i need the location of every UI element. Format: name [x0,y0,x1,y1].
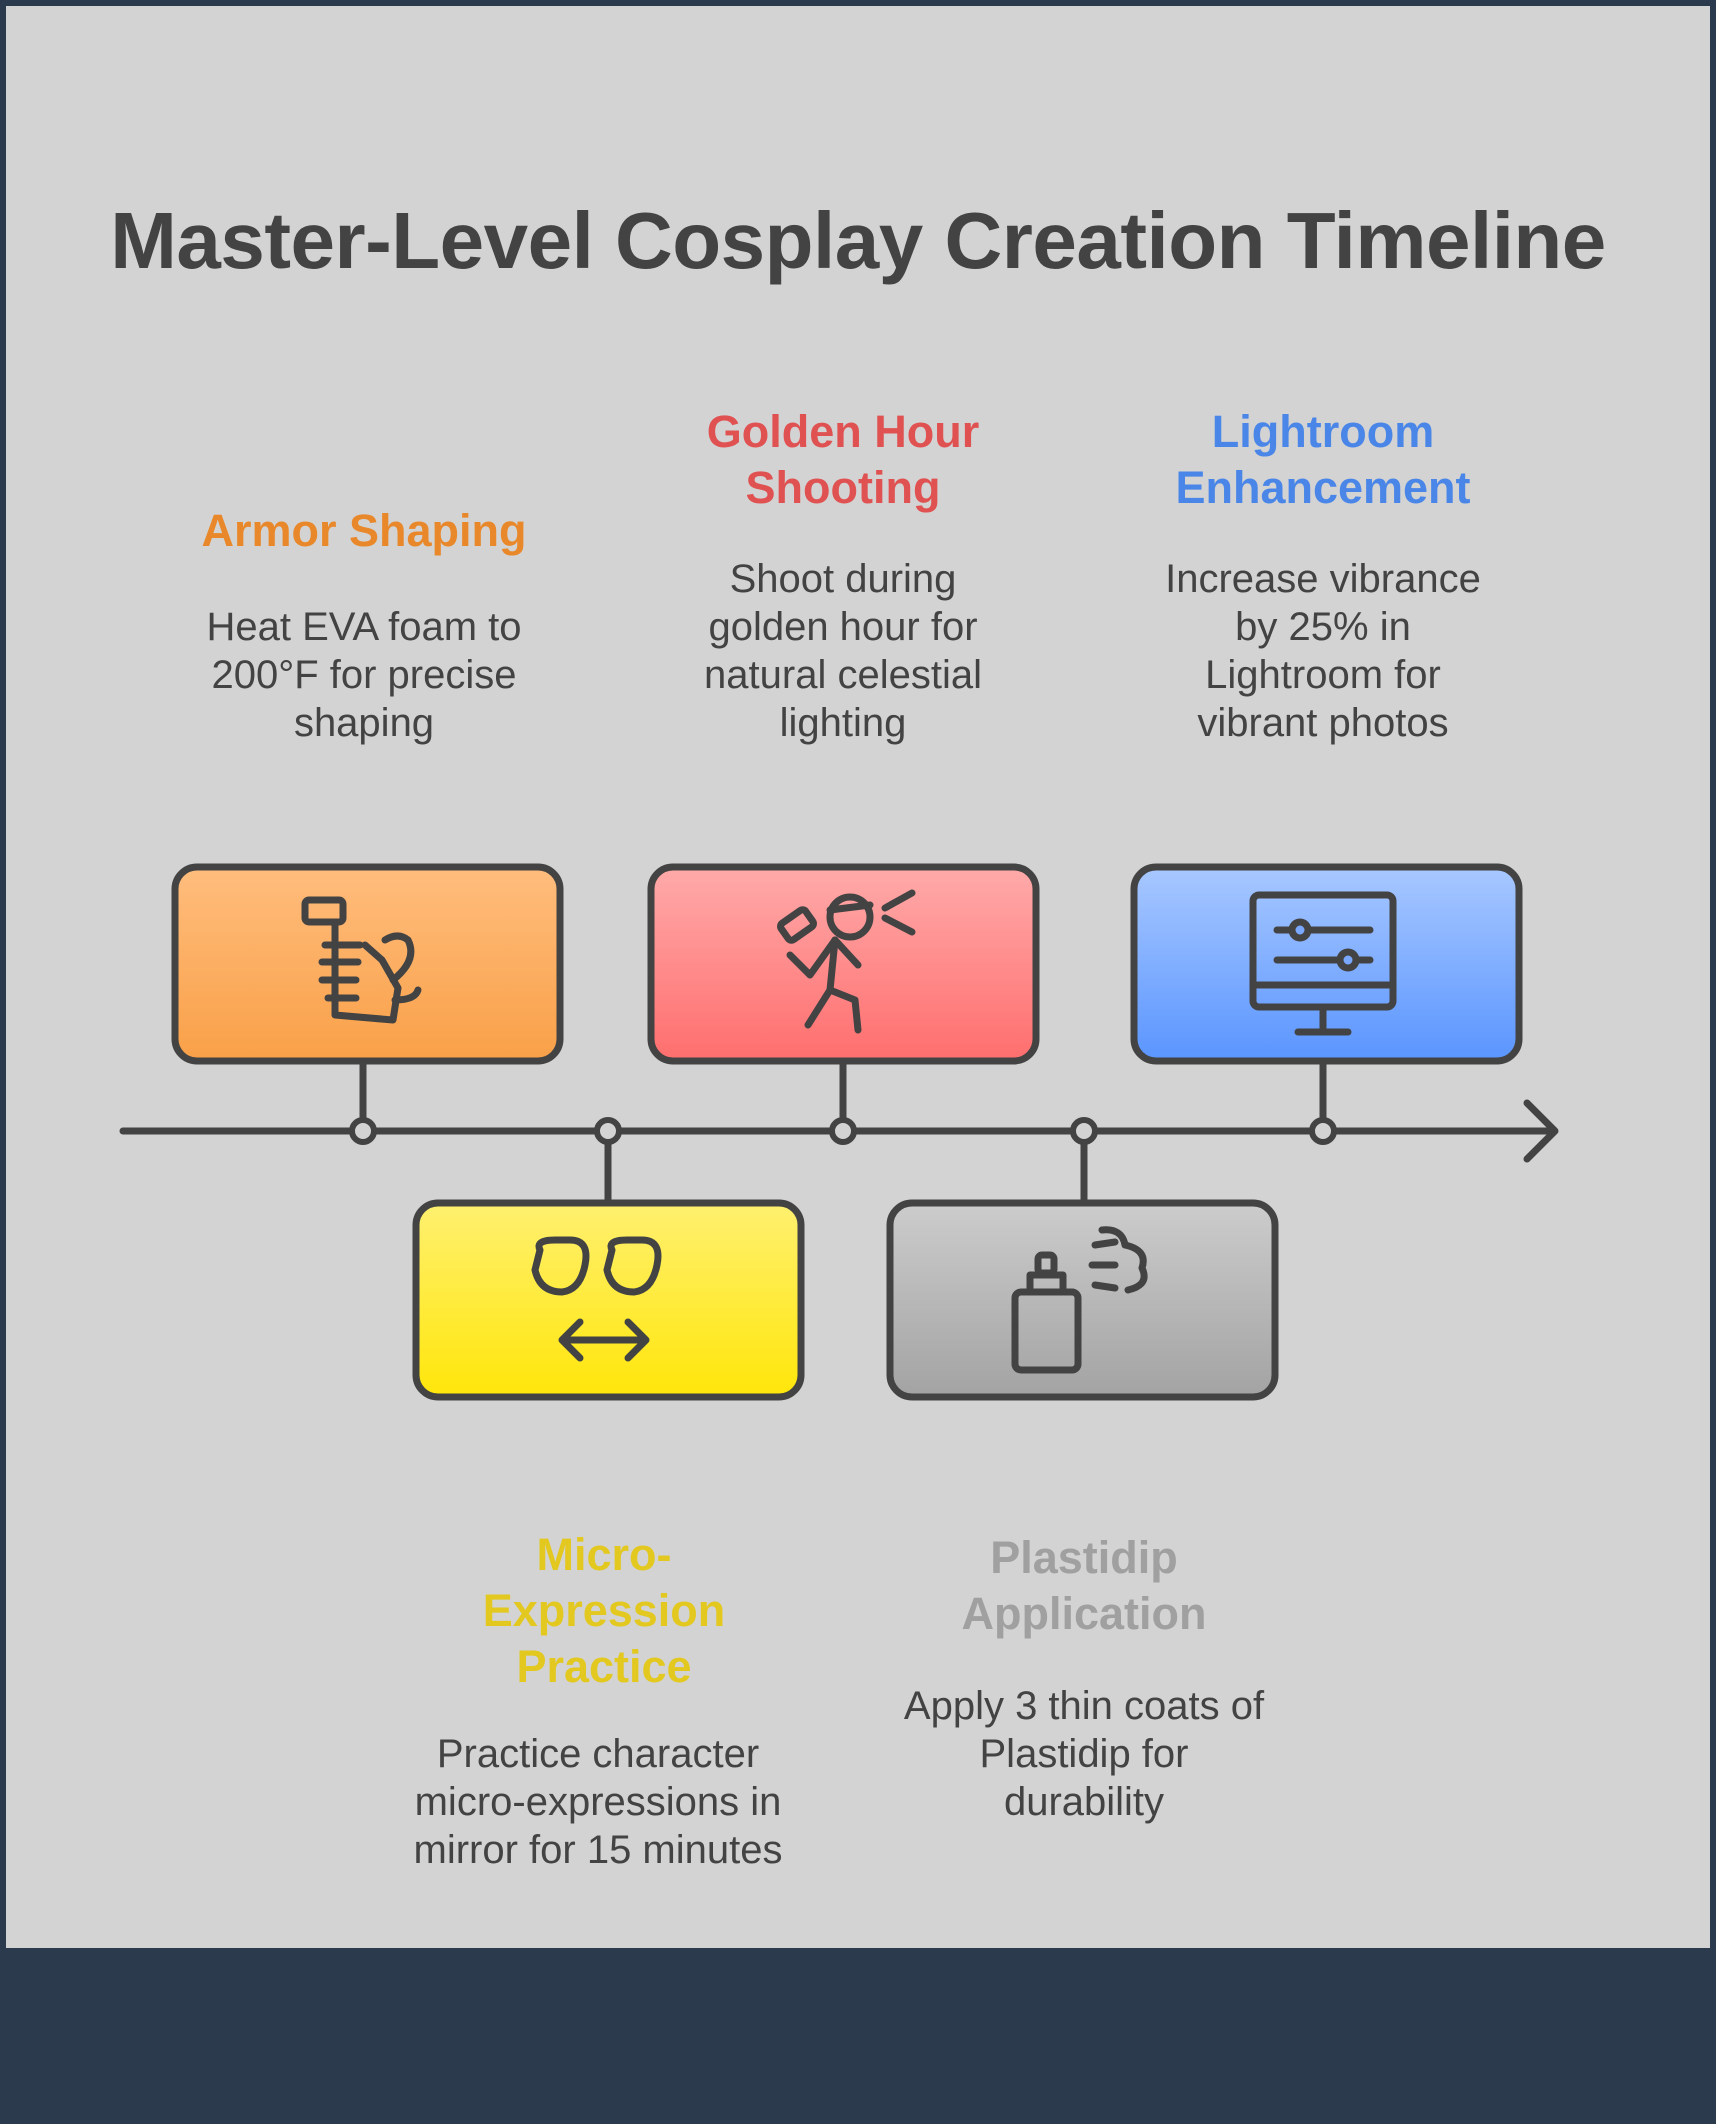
step-description-plastidip: Apply 3 thin coats of Plastidip for dura… [903,1684,1265,1824]
timeline-arrowhead [1523,1099,1559,1163]
timeline-node-golden-hour [829,1117,857,1145]
step-box-micro-expression [412,1199,805,1401]
step-heading-plastidip: Plastidip Application [961,1532,1207,1639]
step-box-plastidip [886,1199,1279,1401]
timeline-node-lightroom [1309,1117,1337,1145]
step-description-micro-expression: Practice character micro-expressions in … [413,1732,783,1872]
step-heading-armor: Armor Shaping [201,505,527,556]
eyes-arrow-icon [531,1236,662,1362]
timeline-node-micro-expression [594,1117,622,1145]
step-box-lightroom [1130,863,1523,1065]
step-box-armor [171,863,564,1065]
monitor-sliders-icon [1249,891,1397,1036]
timeline-node-armor [349,1117,377,1145]
timeline-node-plastidip [1070,1117,1098,1145]
step-heading-golden-hour: Golden Hour Shooting [706,406,980,513]
step-heading-micro-expression: Micro-Expression Practice [482,1529,726,1692]
photographer-icon [777,889,916,1034]
step-heading-lightroom: Lightroom Enhancement [1175,406,1471,513]
page-title: Master-Level Cosplay Creation Timeline [110,196,1606,285]
step-description-armor: Heat EVA foam to 200°F for precise shapi… [206,605,522,745]
step-box-golden-hour [647,863,1040,1065]
step-description-golden-hour: Shoot during golden hour for natural cel… [704,557,982,745]
heat-gun-icon [301,896,422,1024]
spray-can-icon [1011,1226,1148,1374]
step-description-lightroom: Increase vibrance by 25% in Lightroom fo… [1165,557,1481,745]
